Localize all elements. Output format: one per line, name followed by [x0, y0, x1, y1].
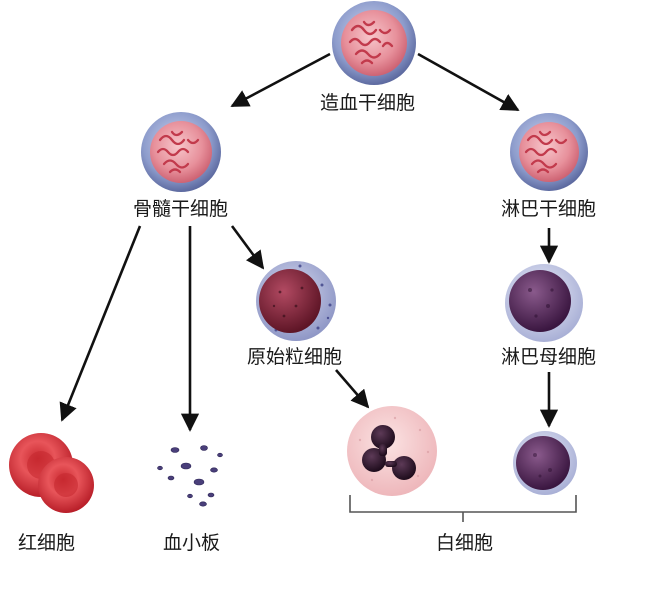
arrow-hsc-to-lymphoid — [417, 52, 520, 112]
label-rbc: 红细胞 — [18, 532, 76, 554]
label-platelet: 血小板 — [163, 532, 221, 554]
label-myeloblast: 原始粒细胞 — [247, 346, 343, 368]
arrow-myeloblast-to-neutrophil — [335, 369, 370, 409]
hsc-cell — [332, 1, 416, 85]
arrow-hsc-to-myeloid — [230, 52, 331, 108]
label-wbc: 白细胞 — [436, 532, 494, 554]
label-hsc: 造血干细胞 — [320, 92, 416, 114]
wbc-bracket — [349, 495, 577, 522]
lymphoid-stem-cell — [510, 113, 588, 191]
lymphoblast-cell — [505, 264, 583, 342]
label-myeloid-stem-cell: 骨髓干细胞 — [133, 198, 229, 220]
neutrophil-cell — [347, 406, 437, 496]
red-blood-cells — [9, 433, 94, 513]
arrow-myeloid-to-myeloblast — [230, 225, 265, 270]
arrows — [59, 52, 559, 432]
platelets — [157, 445, 223, 507]
label-lymphoblast: 淋巴母细胞 — [501, 346, 597, 368]
myeloblast-cell — [256, 261, 336, 341]
myeloid-stem-cell — [141, 112, 221, 192]
lymphocyte-cell — [513, 431, 577, 495]
arrow-myeloid-to-rbc — [59, 225, 142, 422]
label-lymphoid-stem-cell: 淋巴干细胞 — [501, 198, 597, 220]
